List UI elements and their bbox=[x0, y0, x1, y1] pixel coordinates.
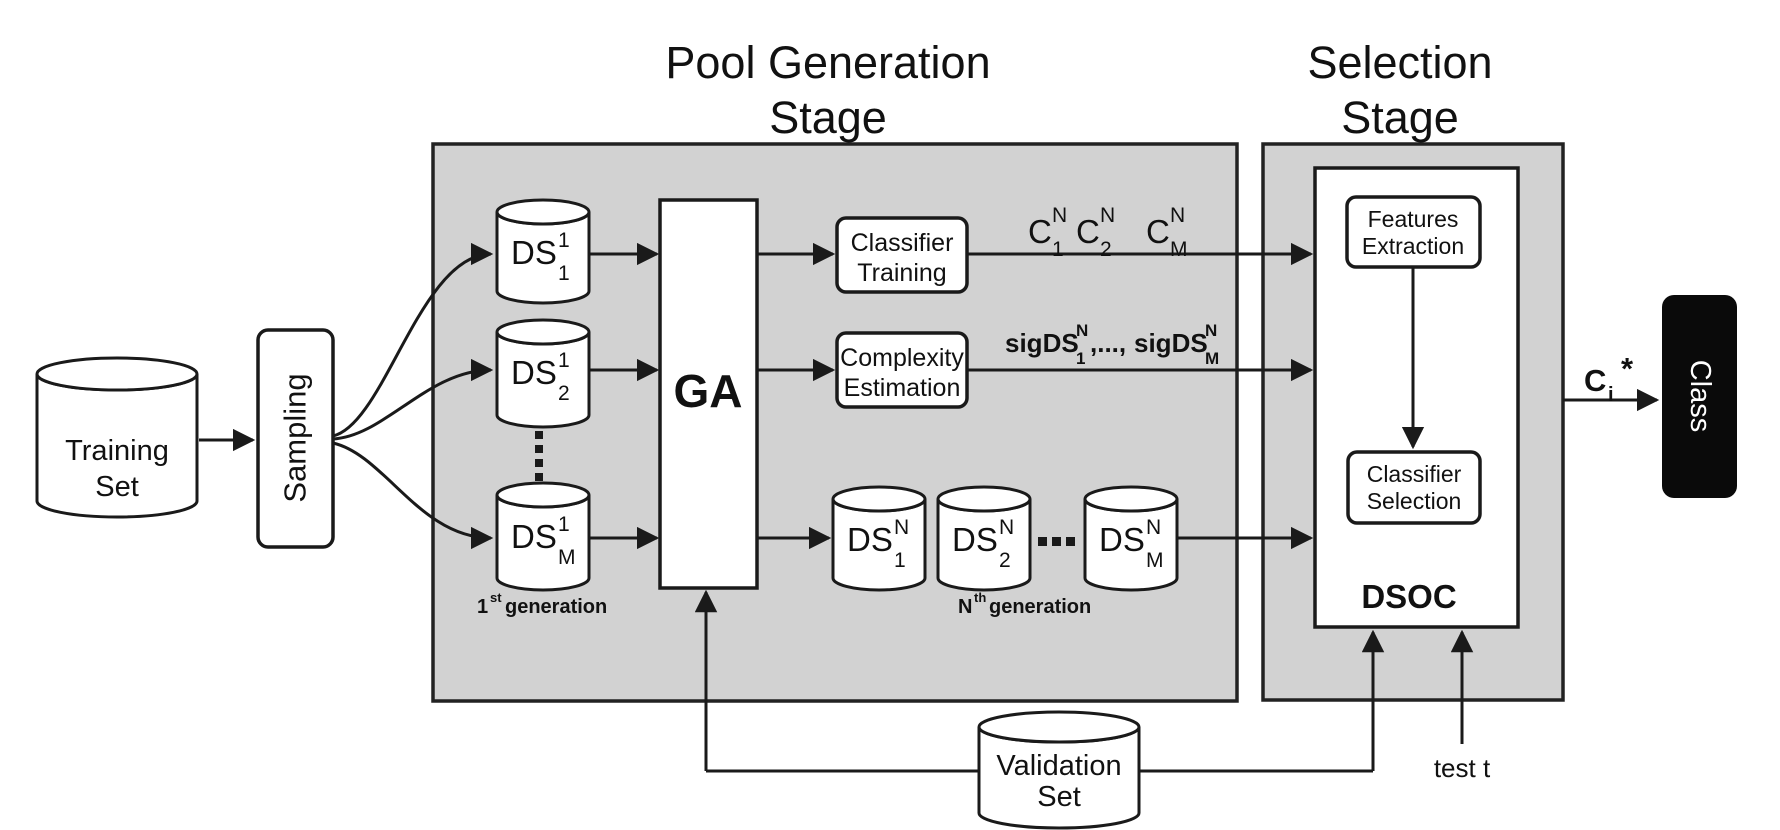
complexity-estimation-box bbox=[835, 331, 969, 409]
ci-base: C bbox=[1584, 363, 1606, 398]
first-generation-rest: generation bbox=[505, 596, 607, 618]
ds-1-m-label: DS 1 M bbox=[511, 513, 576, 569]
ds-1-2-cylinder bbox=[495, 318, 591, 429]
ds-1-1-cylinder bbox=[495, 198, 591, 305]
ga-box bbox=[658, 198, 759, 590]
sampling-box bbox=[256, 328, 335, 549]
classifier-selection-box bbox=[1346, 450, 1482, 525]
ds-1-m-cylinder bbox=[495, 481, 591, 592]
first-generation-sup: st bbox=[490, 590, 502, 605]
connector-arrows bbox=[199, 242, 1660, 773]
complexity-estimation-label-line2: Estimation bbox=[844, 374, 961, 402]
ds-n-m-cylinder bbox=[1083, 485, 1179, 592]
ds-1-1-sub: 1 bbox=[558, 262, 570, 285]
ds-n-1-label: DS N 1 bbox=[847, 516, 909, 572]
sig1-sup: N bbox=[1076, 321, 1088, 340]
ds-n-1-cylinder bbox=[831, 485, 927, 592]
ga-label: GA bbox=[674, 365, 743, 417]
validation-set-label-line2: Set bbox=[1037, 781, 1081, 813]
cm-sub: M bbox=[1170, 238, 1188, 261]
nth-generation-rest: generation bbox=[989, 596, 1091, 618]
ds-n-2-cylinder bbox=[936, 485, 1032, 592]
ds-1-2-base: DS bbox=[511, 354, 557, 391]
ds-1-1-base: DS bbox=[511, 234, 557, 271]
features-extraction-label-line1: Features bbox=[1368, 206, 1459, 232]
validation-set-cylinder bbox=[977, 710, 1141, 830]
ci-sup: * bbox=[1621, 351, 1634, 386]
sampling-label: Sampling bbox=[278, 373, 313, 502]
ds-1-2-sub: 2 bbox=[558, 382, 570, 405]
ds-1-2-sup: 1 bbox=[558, 349, 570, 372]
training-set-cylinder bbox=[35, 356, 199, 519]
cm-base: C bbox=[1146, 213, 1170, 250]
vertical-ellipsis bbox=[535, 431, 543, 481]
training-set-label-line1: Training bbox=[65, 435, 169, 467]
features-extraction-label-line2: Extraction bbox=[1362, 233, 1464, 259]
ci-sub: i bbox=[1608, 384, 1614, 406]
ds-1-m-sub: M bbox=[558, 546, 576, 569]
test-input-label: test t bbox=[1434, 753, 1491, 783]
classifier-selection-label-line1: Classifier bbox=[1367, 461, 1462, 487]
ds-n-2-base: DS bbox=[952, 521, 998, 558]
sig2-base: sigDS bbox=[1134, 328, 1208, 358]
classifier-outputs-annotation: C N 1 C N 2 C N M bbox=[1028, 204, 1188, 261]
validation-set-label-line1: Validation bbox=[996, 750, 1121, 782]
complexity-estimation-label-line1: Complexity bbox=[840, 344, 964, 372]
arrow-sampling-to-ds1 bbox=[332, 242, 494, 438]
sig1-base: sigDS bbox=[1005, 328, 1079, 358]
c1-sup: N bbox=[1052, 204, 1067, 227]
classifier-training-label-line1: Classifier bbox=[851, 229, 954, 257]
dsoc-label: DSOC bbox=[1361, 578, 1456, 615]
pool-stage-title-line1: Pool Generation bbox=[665, 37, 990, 88]
c2-sub: 2 bbox=[1100, 238, 1112, 261]
selection-stage-title-line1: Selection bbox=[1307, 37, 1492, 88]
first-generation-base: 1 bbox=[477, 596, 488, 618]
c2-base: C bbox=[1076, 213, 1100, 250]
ds-n-2-sup: N bbox=[999, 516, 1014, 539]
nth-generation-base: N bbox=[958, 596, 972, 618]
training-set-label-line2: Set bbox=[95, 471, 139, 503]
selection-stage-title-line2: Stage bbox=[1341, 92, 1459, 143]
ds-n-m-sup: N bbox=[1146, 516, 1161, 539]
nth-generation-sup: th bbox=[974, 590, 986, 605]
first-generation-caption: 1 st generation bbox=[477, 590, 607, 618]
ds-n-1-sup: N bbox=[894, 516, 909, 539]
classifier-training-box bbox=[835, 216, 969, 294]
ds-n-m-label: DS N M bbox=[1099, 516, 1164, 572]
ds-1-1-label: DS 1 1 bbox=[511, 229, 570, 285]
ds-1-m-sup: 1 bbox=[558, 513, 570, 536]
ds-n-1-base: DS bbox=[847, 521, 893, 558]
arrow-sampling-to-ds2 bbox=[332, 358, 494, 441]
signatures-annotation: sigDS N 1 ,..., sigDS N M bbox=[1005, 321, 1219, 368]
c2-sup: N bbox=[1100, 204, 1115, 227]
ds-1-2-label: DS 1 2 bbox=[511, 349, 570, 405]
sig2-sub: M bbox=[1205, 349, 1219, 368]
ds-n-m-sub: M bbox=[1146, 549, 1164, 572]
cm-sup: N bbox=[1170, 204, 1185, 227]
c1-base: C bbox=[1028, 213, 1052, 250]
horizontal-ellipsis bbox=[1038, 537, 1075, 546]
pool-stage-title-line2: Stage bbox=[769, 92, 887, 143]
ds-1-1-sup: 1 bbox=[558, 229, 570, 252]
sig1-sub: 1 bbox=[1076, 349, 1085, 368]
ds-1-m-base: DS bbox=[511, 518, 557, 555]
nth-generation-caption: N th generation bbox=[958, 590, 1091, 618]
arrow-sampling-to-dsm bbox=[332, 441, 494, 550]
sig-separator: ,..., bbox=[1090, 328, 1126, 358]
ds-n-1-sub: 1 bbox=[894, 549, 906, 572]
classifier-selection-label-line2: Selection bbox=[1367, 488, 1462, 514]
class-box bbox=[1662, 295, 1737, 498]
class-label: Class bbox=[1684, 360, 1716, 433]
best-classifier-annotation: C i * bbox=[1584, 351, 1634, 406]
sig2-sup: N bbox=[1205, 321, 1217, 340]
c1-sub: 1 bbox=[1052, 238, 1064, 261]
ds-n-m-base: DS bbox=[1099, 521, 1145, 558]
classifier-training-label-line2: Training bbox=[857, 259, 946, 287]
ds-n-2-label: DS N 2 bbox=[952, 516, 1014, 572]
ds-n-2-sub: 2 bbox=[999, 549, 1011, 572]
